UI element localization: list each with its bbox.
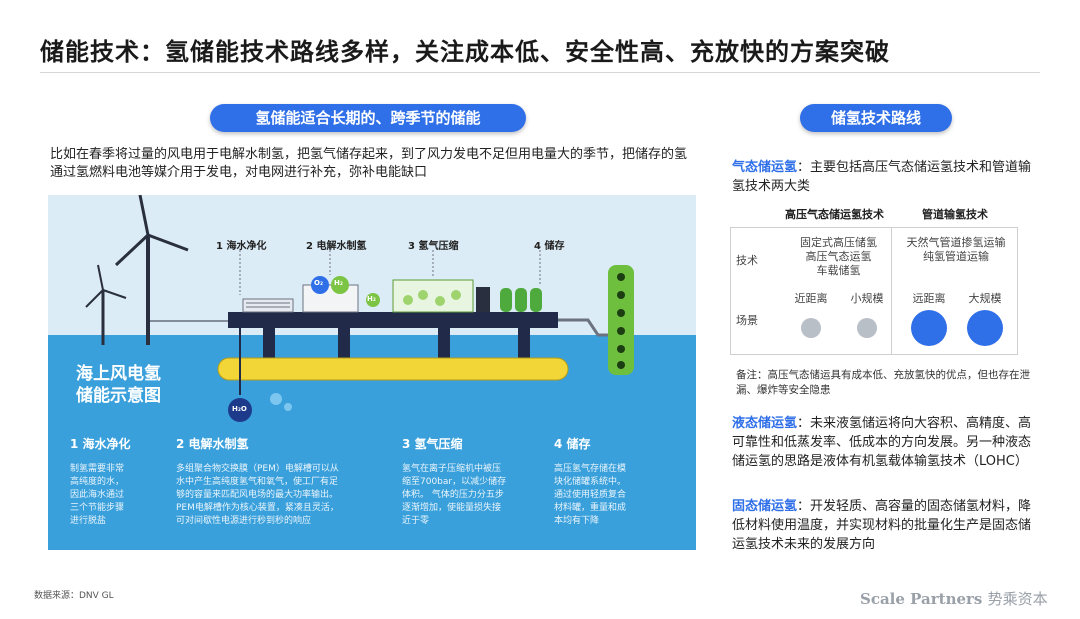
scene-label-large-scale: 大规模 bbox=[968, 292, 1002, 305]
column-3-body: 氢气在离子压缩机中被压 缩至700bar，以减少储存 体积。 气体的压力分五步 … bbox=[402, 464, 507, 526]
scene-label-small-scale: 小规模 bbox=[850, 292, 884, 305]
row-label-scene: 场景 bbox=[736, 314, 758, 327]
scene-dots bbox=[801, 310, 1003, 346]
column-1-title: 1 海水净化 bbox=[70, 437, 131, 451]
scene-dot-large-scale bbox=[967, 310, 1003, 346]
brand-logo: Scale Partners 势乘资本 bbox=[860, 590, 1048, 608]
yellow-float bbox=[217, 357, 569, 381]
column-4-title: 4 储存 bbox=[554, 437, 591, 451]
column-1-body: 制氢需要非常 高纯度的水， 因此海水通过 三个节能步骤 进行脱盐 bbox=[70, 464, 125, 526]
right-section-pill: 储氢技术路线 bbox=[800, 104, 952, 132]
liquid-storage-heading: 液态储运氢 bbox=[732, 416, 798, 431]
title-divider bbox=[40, 72, 1040, 73]
scene-dot-small-scale bbox=[857, 318, 877, 338]
column-3-title: 3 氢气压缩 bbox=[402, 437, 463, 451]
tech-pipeline: 天然气管道掺氢运输 纯氢管道运输 bbox=[906, 236, 1006, 263]
table-divider bbox=[891, 228, 892, 354]
gas-storage-heading: 气态储运氢 bbox=[732, 160, 798, 175]
scene-dot-short-distance bbox=[801, 318, 821, 338]
step-3-label: 3 氢气压缩 bbox=[408, 241, 459, 252]
column-2-body: 多组聚合物交换膜（PEM）电解槽可以从 水中产生高纯度氢气和氧气，使工厂有足 够… bbox=[176, 464, 339, 526]
storage-comparison-table: 固定式高压储氢 高压气态运氢 车载储氢 天然气管道掺氢运输 纯氢管道运输 近距离… bbox=[730, 227, 1018, 355]
water-label: H₂O bbox=[232, 405, 247, 413]
end-use-panel bbox=[608, 265, 634, 375]
page-title: 储能技术：氢储能技术路线多样，关注成本低、安全性高、充放快的方案突破 bbox=[40, 38, 890, 66]
scene-label-short-distance: 近距离 bbox=[794, 292, 828, 305]
table-header-high-pressure: 高压气态储运氢技术 bbox=[785, 208, 884, 221]
step-4-label: 4 储存 bbox=[534, 241, 565, 252]
scene-dot-long-distance bbox=[911, 310, 947, 346]
hydrogen-label: H₂ bbox=[334, 279, 343, 287]
tech-high-pressure: 固定式高压储氢 高压气态运氢 车载储氢 bbox=[800, 236, 877, 277]
gas-storage-paragraph: 气态储运氢：主要包括高压气态储运氢技术和管道输氢技术两大类 bbox=[732, 160, 1032, 194]
scene-label-long-distance: 远距离 bbox=[912, 292, 946, 305]
data-source: 数据来源：DNV GL bbox=[34, 591, 114, 601]
sky-background bbox=[48, 195, 696, 335]
step-2-label: 2 电解水制氢 bbox=[306, 241, 367, 252]
liquid-storage-paragraph: 液态储运氢：未来液氢储运将向大容积、高精度、高可靠性和低蒸发率、低成本的方向发展… bbox=[732, 416, 1032, 469]
table-note: 备注：高压气态储运具有成本低、充放氢快的优点，但也存在泄漏、爆炸等安全隐患 bbox=[736, 369, 1030, 396]
column-4-body: 高压氢气存储在模 块化储罐系统中。 通过使用轻质复合 材料罐，重量和成 本均有下… bbox=[554, 464, 627, 526]
solid-storage-heading: 固态储运氢 bbox=[732, 499, 798, 514]
row-label-tech: 技术 bbox=[736, 254, 758, 267]
illustration-graphics bbox=[85, 195, 634, 422]
left-section-pill: 氢储能适合长期的、跨季节的储能 bbox=[210, 104, 526, 132]
intro-paragraph: 比如在春季将过量的风电用于电解水制氢，把氢气储存起来，到了风力发电不足但用电量大… bbox=[50, 147, 688, 180]
column-2-title: 2 电解水制氢 bbox=[176, 437, 249, 451]
step-1-label: 1 海水净化 bbox=[216, 241, 267, 252]
platform-deck bbox=[228, 312, 558, 328]
offshore-hydrogen-illustration: O₂ H₂ H₂ H₂O 1 海水净化 2 电解水制氢 3 氢气压缩 4 储存 … bbox=[48, 195, 696, 550]
solid-storage-paragraph: 固态储运氢：开发轻质、高容量的固态储氢材料，降低材料使用温度，并实现材料的批量化… bbox=[732, 499, 1032, 552]
oxygen-label: O₂ bbox=[314, 279, 324, 287]
hydrogen-pipe-label: H₂ bbox=[367, 295, 376, 303]
wind-turbine-icon bbox=[85, 195, 189, 345]
sea-illustration-title: 海上风电氢 储能示意图 bbox=[76, 364, 161, 406]
table-header-pipeline: 管道输氢技术 bbox=[922, 208, 988, 221]
